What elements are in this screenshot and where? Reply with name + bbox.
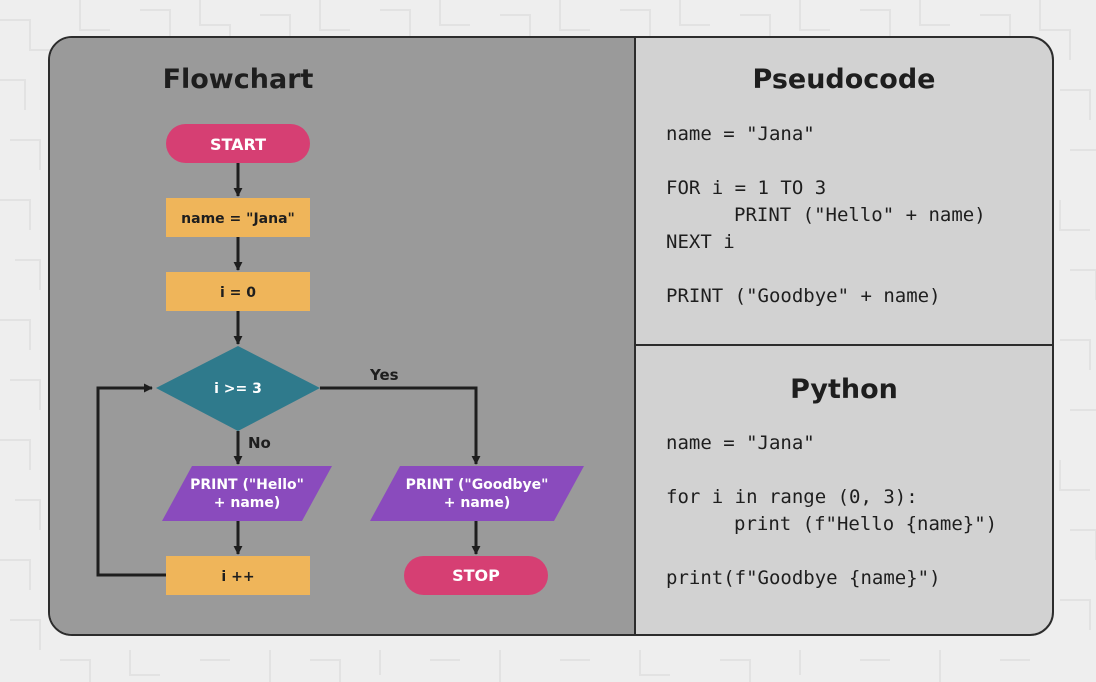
pseudocode-line: NEXT i [666, 231, 735, 253]
print-hello-label-line1: PRINT ("Hello" [190, 477, 304, 493]
arrow-increment-loop-back [96, 383, 166, 577]
python-title: Python [790, 374, 898, 405]
assign-i-process [166, 272, 310, 311]
pseudocode-line: name = "Jana" [666, 123, 815, 145]
python-line: name = "Jana" [666, 432, 815, 454]
increment-label: i ++ [221, 569, 254, 585]
print-goodbye-io [370, 466, 584, 521]
pseudocode-line: PRINT ("Goodbye" + name) [666, 285, 941, 307]
print-goodbye-label-line1: PRINT ("Goodbye" [406, 477, 549, 493]
assign-name-label: name = "Jana" [181, 211, 295, 227]
print-goodbye-label-line2: + name) [444, 495, 511, 511]
arrow-decision-yes-to-goodbye [320, 386, 481, 465]
python-line [666, 457, 997, 484]
stop-label: STOP [452, 566, 500, 585]
python-line: print(f"Goodbye {name}") [666, 567, 941, 589]
print-hello-io [162, 466, 332, 521]
pseudocode-block: name = "Jana" FOR i = 1 TO 3 PRINT ("Hello… [666, 121, 986, 310]
decision-diamond [156, 346, 320, 431]
comparison-card: Flowchart START [48, 36, 1054, 636]
decision-label: i >= 3 [214, 381, 262, 397]
stop-terminal [404, 556, 548, 595]
pseudocode-line: PRINT ("Hello" + name) [734, 204, 986, 226]
pseudocode-panel: Pseudocode name = "Jana" FOR i = 1 TO 3 PR… [636, 38, 1052, 346]
python-line: print (f"Hello {name}") [734, 513, 998, 535]
python-line [666, 538, 997, 565]
start-terminal [166, 124, 310, 163]
python-panel: Python name = "Jana" for i in range (0, 3… [636, 346, 1052, 634]
flowchart-panel: Flowchart START [50, 38, 636, 634]
assign-i-label: i = 0 [220, 285, 256, 301]
flowchart-title: Flowchart [162, 64, 314, 95]
increment-process [166, 556, 310, 595]
print-hello-label-line2: + name) [214, 495, 281, 511]
python-line: for i in range (0, 3): [666, 486, 918, 508]
assign-name-process [166, 198, 310, 237]
pseudocode-line [666, 148, 986, 175]
no-label: No [248, 434, 271, 452]
yes-label: Yes [369, 366, 399, 384]
pseudocode-title: Pseudocode [752, 64, 936, 95]
flowchart-diagram: START name = "Jana" i = 0 i >= 3 Yes No … [96, 124, 584, 595]
start-label: START [210, 135, 266, 154]
pseudocode-line [666, 256, 986, 283]
python-code-block: name = "Jana" for i in range (0, 3): print… [666, 430, 997, 592]
pseudocode-line: FOR i = 1 TO 3 [666, 177, 827, 199]
